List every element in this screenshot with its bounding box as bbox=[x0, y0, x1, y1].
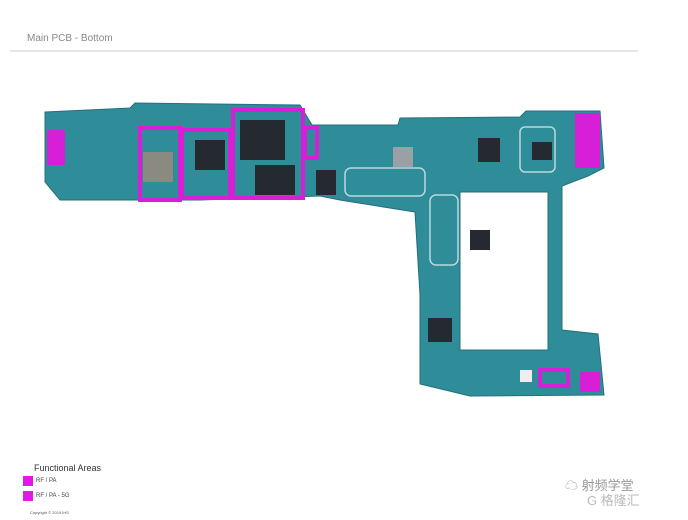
legend-label: RF / PA bbox=[36, 478, 57, 484]
legend-swatch bbox=[23, 476, 33, 486]
pcb-board bbox=[44, 102, 605, 397]
slide-title: Main PCB - Bottom bbox=[27, 33, 113, 44]
watermark-line-2: G 格隆汇 bbox=[587, 493, 640, 508]
rf-pa-filled bbox=[47, 113, 600, 392]
rf-pa-highlights bbox=[138, 108, 570, 388]
copyright: Copyright © 2019 IHS bbox=[30, 510, 69, 515]
legend-item-rf-pa: RF / PA bbox=[23, 476, 57, 486]
legend-label: RF / PA - 5G bbox=[36, 493, 70, 499]
legend-title: Functional Areas bbox=[34, 463, 102, 473]
pcb-chips bbox=[143, 120, 552, 382]
watermark-logo: ☁ 射频学堂 G 格隆汇 bbox=[565, 478, 640, 508]
legend-swatch bbox=[23, 491, 33, 501]
watermark-line-1: ☁ 射频学堂 bbox=[565, 478, 634, 493]
title-divider bbox=[10, 50, 638, 52]
legend-item-rf-pa-5g: RF / PA - 5G bbox=[23, 491, 70, 501]
pcb-shields bbox=[344, 126, 556, 266]
